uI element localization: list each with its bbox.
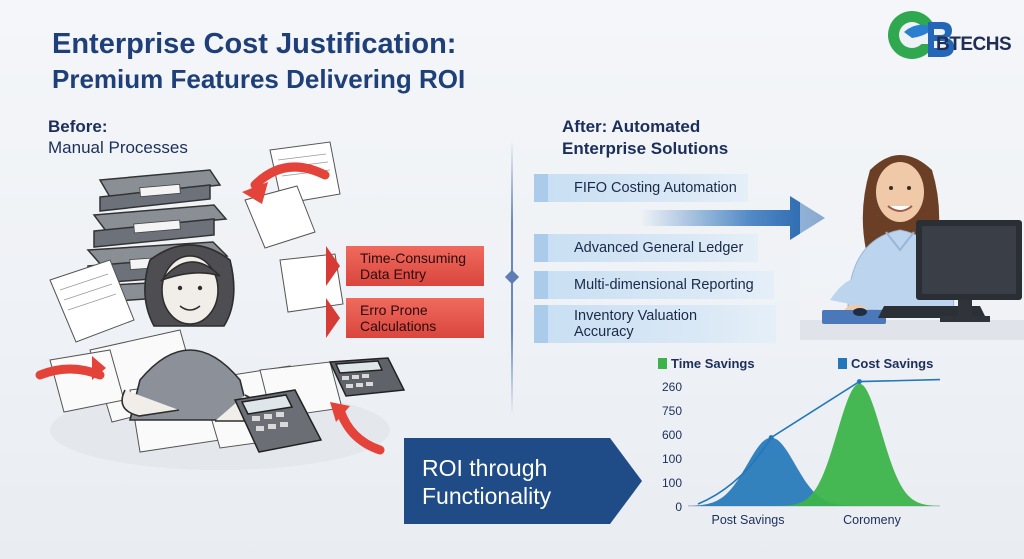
callout-arrow-icon bbox=[326, 246, 340, 286]
time-savings-area bbox=[688, 383, 940, 506]
arrow-right-icon bbox=[640, 196, 825, 240]
roi-banner: ROI through Functionality bbox=[404, 438, 610, 524]
x-tick-label: Post Savings bbox=[712, 513, 785, 527]
logo-wordmark: BTECHS bbox=[936, 34, 1012, 55]
callout-line: Data Entry bbox=[360, 266, 427, 282]
legend-swatch bbox=[838, 358, 847, 369]
trend-point bbox=[768, 435, 774, 441]
callout-line: Erro Prone bbox=[360, 302, 428, 318]
legend-swatch bbox=[658, 358, 667, 369]
callout-error-prone: Erro Prone Calculations bbox=[346, 298, 484, 338]
y-tick-label: 260 bbox=[662, 380, 682, 394]
callout-line: Calculations bbox=[360, 318, 437, 334]
y-tick-label: 100 bbox=[662, 452, 682, 466]
manual-processes-illustration bbox=[35, 141, 406, 470]
callout-line: Time-Consuming bbox=[360, 250, 467, 266]
divider-diamond-icon bbox=[504, 269, 520, 285]
after-heading: After: Automated bbox=[562, 117, 701, 136]
feature-general-ledger: Advanced General Ledger bbox=[548, 234, 758, 262]
btechs-logo-icon bbox=[888, 11, 954, 59]
y-tick-label: 600 bbox=[662, 428, 682, 442]
feature-line: Inventory Valuation bbox=[574, 308, 698, 324]
roi-line: ROI through bbox=[422, 455, 548, 481]
y-tick-label: 750 bbox=[662, 404, 682, 418]
cost-savings-area bbox=[688, 437, 940, 506]
callout-arrow-icon bbox=[326, 298, 340, 338]
y-tick-label: 100 bbox=[662, 476, 682, 490]
callout-time-consuming: Time-Consuming Data Entry bbox=[346, 246, 484, 286]
feature-inventory-valuation: Inventory Valuation Accuracy bbox=[548, 305, 776, 343]
savings-chart: Time Savings Cost Savings 260 750 600 100 100 0… bbox=[658, 356, 941, 527]
roi-line: Functionality bbox=[422, 483, 552, 509]
before-subheading: Manual Processes bbox=[48, 138, 188, 157]
roi-arrow-icon bbox=[610, 438, 642, 524]
page-title-line-2: Premium Features Delivering ROI bbox=[52, 64, 466, 94]
trend-point bbox=[856, 379, 862, 385]
legend-label: Cost Savings bbox=[851, 356, 933, 371]
automated-worker-illustration bbox=[800, 140, 1024, 340]
legend-label: Time Savings bbox=[671, 356, 755, 371]
feature-fifo-costing: FIFO Costing Automation bbox=[548, 174, 748, 202]
after-subheading: Enterprise Solutions bbox=[562, 139, 729, 158]
feature-multidimensional-reporting: Multi-dimensional Reporting bbox=[548, 271, 774, 299]
feature-line: Accuracy bbox=[574, 324, 634, 340]
before-heading: Before: bbox=[48, 117, 108, 136]
page-title-line-1: Enterprise Cost Justification: bbox=[52, 28, 457, 60]
x-tick-label: Coromeny bbox=[843, 513, 901, 527]
y-tick-label: 0 bbox=[675, 500, 682, 514]
